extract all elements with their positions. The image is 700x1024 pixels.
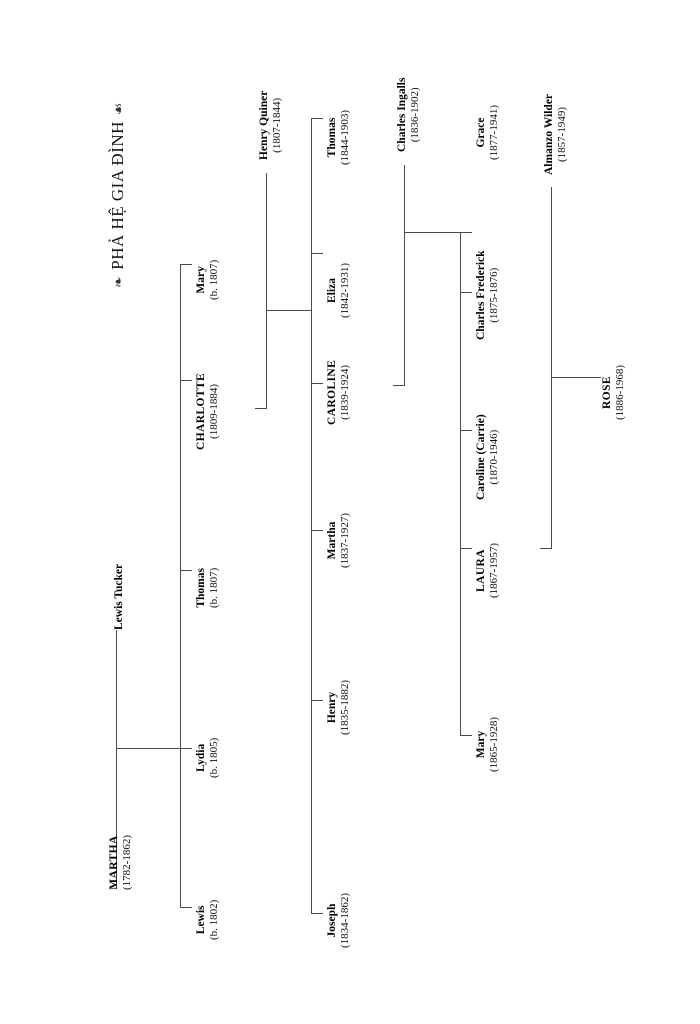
person-name: Martha — [326, 521, 338, 560]
person-dates: (1865-1928) — [487, 717, 500, 772]
person-name: ROSE — [601, 376, 613, 409]
person-dates: (1835-1882) — [338, 680, 351, 735]
person-node-martha[interactable]: MARTHA (1782-1862) — [108, 835, 133, 890]
person-node-rose[interactable]: ROSE (1886-1968) — [601, 365, 626, 420]
person-dates: (1875-1876) — [487, 267, 500, 323]
person-node-lydia[interactable]: Lydia (b. 1805) — [195, 738, 220, 778]
person-name: Henry Quiner — [258, 90, 270, 160]
connector-g3-couple-stem — [404, 165, 405, 386]
person-name: Joseph — [326, 903, 338, 938]
person-dates: (1837-1927) — [338, 513, 351, 568]
sibling-tick-gen4 — [460, 292, 472, 293]
person-name: CHARLOTTE — [195, 372, 207, 450]
person-node-charles-frederick[interactable]: Charles Frederick (1875-1876) — [475, 250, 500, 340]
person-dates: (1807-1844) — [270, 97, 283, 153]
person-name: Thomas — [326, 117, 338, 158]
person-name: Mary — [195, 266, 207, 294]
person-node-grace[interactable]: Grace (1877-1941) — [475, 105, 500, 160]
person-name: Mary — [475, 730, 487, 759]
person-name: Eliza — [326, 278, 338, 303]
connector-g2-charlotte-stem — [255, 408, 267, 409]
sibling-tick-gen2 — [180, 907, 192, 908]
sibling-tick-gen3 — [311, 253, 323, 254]
connector-g2-marriage-bar — [266, 310, 312, 311]
sibling-tick-gen3 — [311, 913, 323, 914]
person-dates: (b. 1805) — [207, 737, 220, 778]
sibling-tick-gen4 — [460, 735, 472, 736]
sibling-tick-gen3 — [311, 530, 323, 531]
person-dates: (1867-1957) — [487, 543, 500, 598]
person-node-carrie[interactable]: Caroline (Carrie) (1870-1946) — [475, 414, 500, 500]
person-dates: (1844-1903) — [338, 110, 351, 165]
sibling-tick-gen2 — [180, 380, 192, 381]
sibling-tick-gen3 — [311, 118, 323, 119]
title-label: PHẢ HỆ GIA ĐÌNH — [108, 121, 127, 270]
person-dates: (1809-1884) — [207, 383, 220, 439]
sibling-spine-gen4 — [460, 232, 461, 736]
sibling-tick-gen3 — [311, 700, 323, 701]
person-dates: (1842-1931) — [338, 263, 351, 318]
person-dates: (1839-1924) — [338, 364, 351, 420]
person-dates: (b. 1807) — [207, 259, 220, 300]
person-node-almanzo-wilder[interactable]: Almanzo Wilder (1857-1949) — [543, 94, 568, 175]
person-node-thomas-1844[interactable]: Thomas (1844-1903) — [326, 110, 351, 165]
person-node-martha-1837[interactable]: Martha (1837-1927) — [326, 513, 351, 568]
person-name: Henry — [326, 691, 338, 724]
connector-g4-couple-stem — [551, 187, 552, 549]
person-node-lewis-1802[interactable]: Lewis (b. 1802) — [195, 900, 220, 940]
person-node-thomas-1807[interactable]: Thomas (b. 1807) — [195, 568, 220, 608]
person-node-lewis-tucker[interactable]: Lewis Tucker — [113, 564, 126, 630]
person-node-mary-1865[interactable]: Mary (1865-1928) — [475, 717, 500, 772]
connector-g3-caroline-stem — [393, 385, 405, 386]
person-node-laura[interactable]: LAURA (1867-1957) — [475, 543, 500, 598]
person-node-caroline[interactable]: CAROLINE (1839-1924) — [326, 360, 351, 425]
connector-g1-couple-stem — [116, 630, 117, 888]
connector-g2-couple-stem — [266, 173, 267, 409]
connector-g4-marriage-bar — [551, 377, 601, 378]
sibling-tick-gen3 — [311, 383, 323, 384]
connector-g3-marriage-bar — [404, 232, 461, 233]
person-dates: (1877-1941) — [487, 105, 500, 160]
person-name: MARTHA — [108, 835, 120, 890]
sibling-spine-gen3 — [311, 118, 312, 913]
person-dates: (1886-1968) — [613, 365, 626, 420]
person-dates: (1857-1949) — [555, 106, 568, 162]
sibling-tick-gen4 — [460, 430, 472, 431]
person-name: Lydia — [195, 743, 207, 772]
sibling-spine-gen2 — [180, 264, 181, 908]
person-dates: (1870-1946) — [487, 429, 500, 485]
person-name: Lewis Tucker — [113, 563, 125, 630]
person-name: Almanzo Wilder — [543, 93, 555, 175]
person-node-charlotte[interactable]: CHARLOTTE (1809-1884) — [195, 373, 220, 450]
person-dates: (b. 1802) — [207, 899, 220, 940]
sibling-tick-gen2 — [180, 264, 192, 265]
person-name: CAROLINE — [326, 359, 338, 425]
person-node-joseph[interactable]: Joseph (1834-1862) — [326, 893, 351, 948]
person-name: Caroline (Carrie) — [475, 414, 487, 500]
ornament-right-icon: ☙ — [112, 102, 127, 116]
connector-g4-laura-stem — [540, 548, 552, 549]
person-node-eliza[interactable]: Eliza (1842-1931) — [326, 263, 351, 318]
person-name: Charles Frederick — [475, 250, 487, 340]
sibling-tick-gen4 — [460, 232, 472, 233]
person-dates: (1782-1862) — [120, 835, 133, 890]
person-node-henry-quiner[interactable]: Henry Quiner (1807-1844) — [258, 91, 283, 160]
ornament-left-icon: ❧ — [112, 275, 127, 288]
sibling-tick-gen2 — [180, 748, 192, 749]
person-dates: (1836-1902) — [408, 87, 421, 143]
sibling-tick-gen4 — [460, 548, 472, 549]
person-dates: (b. 1807) — [207, 567, 220, 608]
person-name: Charles Ingalls — [396, 77, 408, 152]
sibling-tick-gen2 — [180, 570, 192, 571]
person-name: Grace — [475, 117, 487, 148]
person-node-charles-ingalls[interactable]: Charles Ingalls (1836-1902) — [396, 78, 421, 152]
person-node-henry-1835[interactable]: Henry (1835-1882) — [326, 680, 351, 735]
person-name: LAURA — [475, 549, 487, 592]
person-name: Lewis — [195, 905, 207, 935]
page-title: ❧ PHẢ HỆ GIA ĐÌNH ☙ — [88, 60, 148, 330]
person-node-mary-1807[interactable]: Mary (b. 1807) — [195, 260, 220, 300]
person-dates: (1834-1862) — [338, 893, 351, 948]
person-name: Thomas — [195, 568, 207, 608]
connector-g1-marriage-bar — [116, 748, 181, 749]
